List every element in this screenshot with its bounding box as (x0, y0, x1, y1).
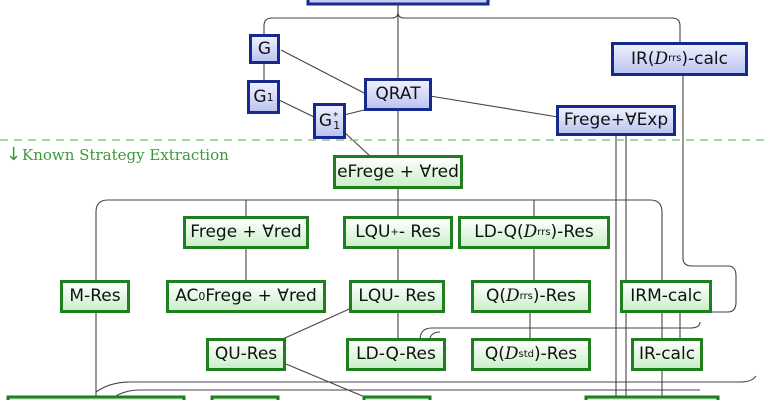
label-superscript: + (390, 226, 399, 238)
node-efrege-vred: eFrege + ∀red (333, 155, 463, 189)
label-math-symbol: D (504, 344, 519, 364)
label-text: - Res (398, 222, 441, 242)
edge-bottom-curve (95, 375, 757, 393)
edge-qrat-fregevexp (429, 95, 559, 118)
label-text: IRM-calc (630, 286, 702, 306)
label-text: IR( (631, 48, 655, 69)
bottom-node-fragment-3 (362, 395, 432, 400)
label-text: M-Res (69, 286, 121, 306)
label-text: QRAT (375, 84, 421, 104)
label-text: G (318, 110, 333, 131)
label-subscript: 0 (198, 290, 206, 303)
edge-efrege-branches (95, 188, 663, 400)
label-text: AC (175, 286, 199, 306)
label-text: Frege + ∀red (205, 286, 317, 306)
node-lqu-res: LQU- Res (349, 280, 445, 313)
label-text: )-Res (534, 344, 578, 364)
label-text: LD-Q-Res (356, 344, 436, 364)
node-g: G (249, 34, 280, 64)
label-superscript: std (518, 348, 534, 360)
edge-irdrrs-irm (682, 76, 737, 313)
node-frege-vred: Frege + ∀red (183, 216, 309, 249)
edge-ldq-ircalc-arc (419, 321, 701, 341)
label-math-symbol: D (654, 48, 669, 69)
label-superscript: rrs (537, 226, 551, 238)
label-subscript: 1 (266, 90, 274, 104)
label-text: Frege + ∀red (190, 222, 302, 242)
label-math-symbol: D (523, 222, 538, 242)
label-text: IR-calc (638, 344, 696, 364)
label-text: LQU- Res (358, 286, 436, 306)
label-text: QU-Res (214, 344, 278, 364)
node-ld-q-res: LD-Q-Res (346, 338, 446, 371)
root-node-fragment (306, 0, 490, 6)
label-superscript: * (333, 110, 339, 122)
label-text: eFrege + ∀red (337, 161, 459, 182)
edge-g-qrat (280, 49, 367, 95)
node-frege-vexp: Frege+∀Exp (556, 105, 676, 136)
node-qrat: QRAT (364, 78, 432, 111)
node-g1-star: G*1 (313, 103, 346, 139)
label-superscript: rrs (519, 290, 533, 302)
node-irm-calc: IRM-calc (620, 280, 712, 313)
label-text: G (257, 38, 272, 59)
down-arrow-icon: ↓ (6, 144, 22, 165)
label-text: )-calc (681, 48, 728, 69)
bottom-node-fragment-2 (210, 395, 280, 400)
label-text: Frege+∀Exp (563, 110, 669, 130)
strategy-extraction-label: Known Strategy Extraction (22, 146, 229, 164)
label-scripts: *1 (333, 110, 341, 132)
label-superscript: rrs (668, 53, 682, 64)
node-lqu-plus-res: LQU+- Res (343, 216, 453, 249)
edge-root-irdrrs (397, 11, 681, 42)
node-qu-res: QU-Res (206, 338, 286, 371)
node-ir-calc: IR-calc (631, 338, 703, 371)
label-text: )-Res (550, 222, 594, 242)
label-text: LD-Q( (474, 222, 524, 242)
label-math-symbol: D (505, 286, 520, 306)
label-text: Q( (484, 344, 505, 364)
edge-ldq-mid (429, 331, 441, 339)
label-subscript: 1 (333, 118, 341, 132)
label-text: G (253, 86, 267, 107)
edge-g1-g1star (278, 99, 315, 118)
label-text: LQU (355, 222, 391, 242)
bottom-node-fragment-1 (6, 395, 186, 400)
edge-root-g (263, 4, 399, 34)
label-text: Q( (485, 286, 506, 306)
bottom-node-fragment-4 (584, 395, 720, 400)
edge-g1star-efrege (343, 131, 371, 157)
node-m-res: M-Res (60, 280, 130, 313)
label-text: )-Res (532, 286, 577, 306)
edge-lqu-quRes (275, 305, 357, 343)
